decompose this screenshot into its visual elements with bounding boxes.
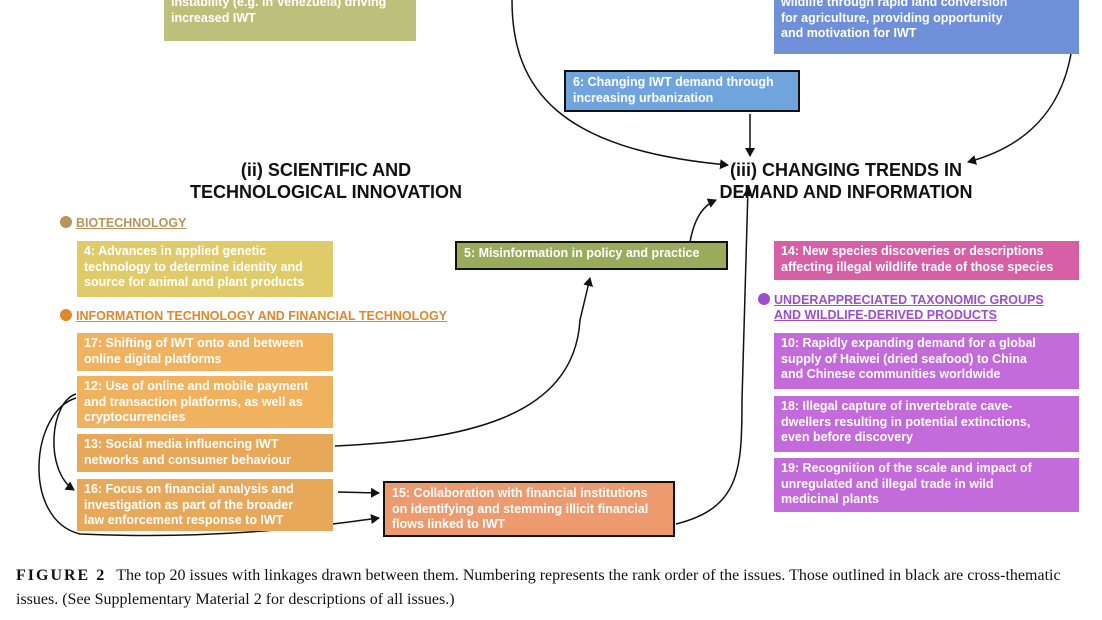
issue-text-line: for agriculture, providing opportunity: [781, 10, 1003, 25]
category-underappreciated: UNDERAPPRECIATED TAXONOMIC GROUPS AND WI…: [774, 293, 1044, 323]
category-underappreciated-line-2: AND WILDLIFE-DERIVED PRODUCTS: [774, 308, 997, 322]
issue-text-line: 4: Advances in applied genetic: [84, 244, 267, 258]
issue-box-15: 15: Collaboration with financial institu…: [383, 481, 675, 537]
link-12-to-16: [53, 393, 77, 491]
info-tech-dot-icon: [60, 309, 72, 321]
issue-text-line: affecting illegal wildlife trade of thos…: [781, 259, 1054, 274]
issue-text-line: law enforcement response to IWT: [84, 513, 284, 527]
issue-box-5: 5: Misinformation in policy and practice: [455, 241, 728, 270]
figure-label: FIGURE 2: [16, 567, 107, 584]
issue-text-line: source for animal and plant products: [84, 275, 305, 289]
issue-text-line: technology to determine identity and: [84, 259, 303, 274]
link-15-to-demand: [675, 187, 753, 525]
issue-text-line: 16: Focus on financial analysis and: [84, 482, 294, 496]
issue-text-line: medicinal plants: [781, 492, 879, 506]
link-5-to-demand: [689, 198, 717, 243]
issue-box-19: 19: Recognition of the scale and impact …: [774, 458, 1079, 512]
underappreciated-dot-icon: [758, 293, 770, 305]
category-biotechnology: BIOTECHNOLOGY: [76, 216, 187, 230]
issue-text-line: dwellers resulting in potential extincti…: [781, 414, 1031, 429]
link-13-to-5: [334, 277, 594, 447]
issue-text-line: 13: Social media influencing IWT: [84, 437, 279, 451]
issue-text-line: 14: New species discoveries or descripti…: [781, 244, 1044, 258]
heading-changing-trends: (iii) CHANGING TRENDS IN DEMAND AND INFO…: [686, 159, 1006, 203]
link-top-left-to-demand: [511, 0, 729, 170]
issue-text-line: 19: Recognition of the scale and impact …: [781, 461, 1032, 475]
issue-text-line: 6: Changing IWT demand through: [573, 75, 774, 89]
issue-text-line: 10: Rapidly expanding demand for a globa…: [781, 336, 1036, 350]
issue-text-line: 17: Shifting of IWT onto and between: [84, 336, 304, 350]
heading-scientific-line-1: (ii) SCIENTIFIC AND: [240, 160, 412, 180]
issue-text-line: increased IWT: [171, 10, 256, 25]
link-16-to-15: [337, 487, 380, 498]
issue-text-line: 15: Collaboration with financial institu…: [392, 486, 648, 500]
issue-text-line: cryptocurrencies: [84, 410, 186, 424]
issue-text-line: investigation as part of the broader: [84, 497, 294, 512]
heading-demand-line-2: DEMAND AND INFORMATION: [719, 182, 973, 202]
issue-text-line: networks and consumer behaviour: [84, 452, 291, 467]
issue-text-line: unregulated and illegal trade in wild: [781, 476, 994, 491]
heading-demand-line-1: (iii) CHANGING TRENDS IN: [730, 160, 962, 180]
heading-scientific-innovation: (ii) SCIENTIFIC AND TECHNOLOGICAL INNOVA…: [166, 159, 486, 203]
issue-text-line: and transaction platforms, as well as: [84, 394, 303, 409]
issue-text-line: increasing urbanization: [573, 90, 714, 105]
category-info-tech: INFORMATION TECHNOLOGY AND FINANCIAL TEC…: [76, 309, 448, 323]
issue-text-line: online digital platforms: [84, 351, 222, 366]
issue-box-10: 10: Rapidly expanding demand for a globa…: [774, 333, 1079, 389]
figure-caption-text: The top 20 issues with linkages drawn be…: [16, 567, 1061, 608]
issue-text-line: wildlife through rapid land conversion: [781, 0, 1008, 9]
issue-text-line: supply of Haiwei (dried seafood) to Chin…: [781, 351, 1027, 366]
issue-text-line: and motivation for IWT: [781, 26, 917, 40]
issue-text-line: instability (e.g. in Venezuela) driving: [171, 0, 387, 9]
issue-box-14: 14: New species discoveries or descripti…: [774, 241, 1079, 280]
issue-text-line: 12: Use of online and mobile payment: [84, 379, 309, 393]
biotechnology-dot-icon: [60, 216, 72, 228]
category-underappreciated-line-1: UNDERAPPRECIATED TAXONOMIC GROUPS: [774, 293, 1044, 307]
issue-text-line: 5: Misinformation in policy and practice: [464, 246, 700, 260]
issue-text-line: even before discovery: [781, 430, 914, 444]
issue-text-line: and Chinese communities worldwide: [781, 367, 1001, 381]
issue-text-line: flows linked to IWT: [392, 517, 506, 531]
issue-text-line: on identifying and stemming illicit fina…: [392, 501, 649, 516]
heading-scientific-line-2: TECHNOLOGICAL INNOVATION: [190, 182, 462, 202]
issue-box-18: 18: Illegal capture of invertebrate cave…: [774, 396, 1079, 452]
issue-text-line: 18: Illegal capture of invertebrate cave…: [781, 399, 1013, 413]
